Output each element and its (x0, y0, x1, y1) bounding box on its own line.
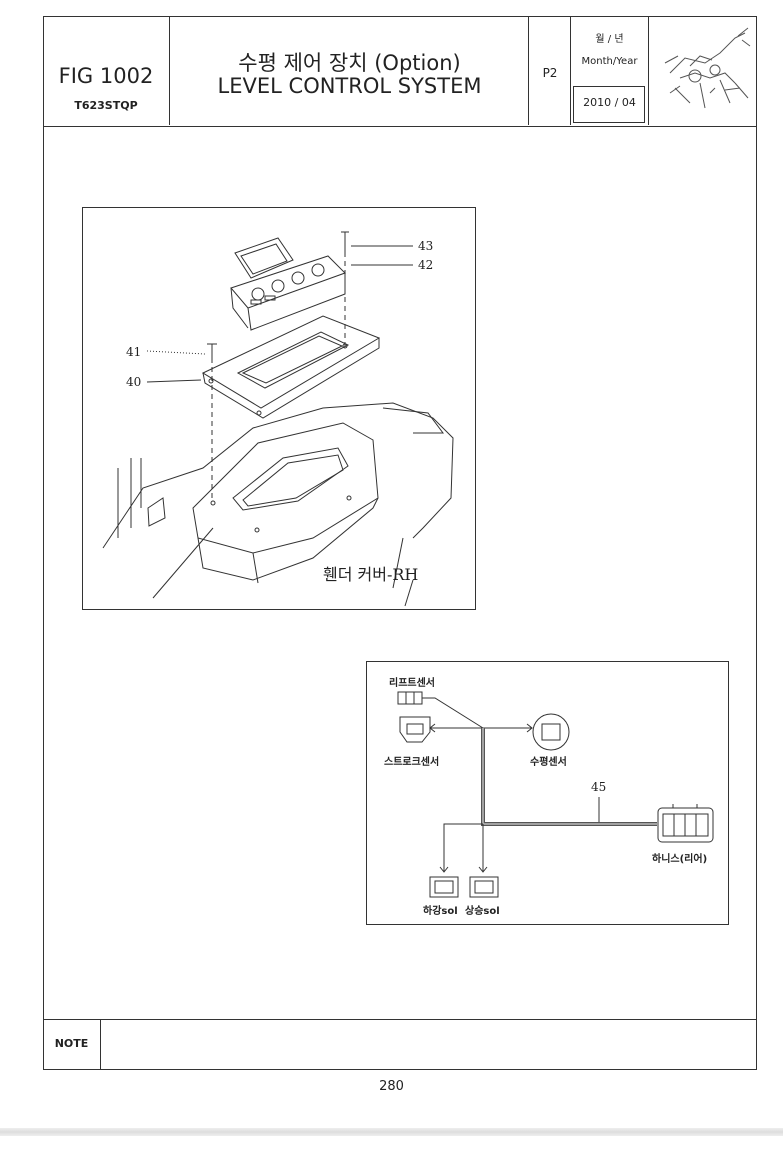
lift-sensor-label: 리프트센서 (389, 678, 435, 689)
title-block: FIG 1002 T623STQP 수평 제어 장치 (Option) LEVE… (43, 16, 757, 127)
divider (648, 16, 649, 125)
figure-number: FIG 1002 (58, 64, 154, 88)
up-sol-label: 상승sol (465, 906, 500, 917)
rear-harness-label: 하니스(리어) (652, 854, 708, 865)
wiring-diagram-panel: 리프트센서 스트로크센서 수평센서 45 하니스(리어) 하강sol 상승sol (366, 661, 729, 925)
note-row (43, 1019, 757, 1070)
machine-sketch-icon (664, 27, 751, 109)
callout-42: 42 (418, 258, 434, 272)
lift-sensor-connector-icon (397, 691, 423, 705)
month-year-korean: 월 / 년 (595, 34, 624, 45)
level-sensor-label: 수평센서 (530, 757, 567, 768)
month-year-label: Month/Year (581, 56, 638, 67)
page-number: 280 (379, 1079, 404, 1094)
down-sol-label: 하강sol (423, 906, 458, 917)
switch-assembly-drawing (102, 231, 454, 607)
note-label: NOTE (54, 1037, 89, 1050)
model-code: T623STQP (74, 99, 138, 112)
divider (169, 16, 170, 125)
title-korean: 수평 제어 장치 (Option) (238, 51, 461, 75)
title-english: LEVEL CONTROL SYSTEM (217, 74, 482, 98)
page-code: P2 (542, 66, 558, 80)
fender-cover-label: 휀더 커버-RH (323, 565, 419, 584)
revision-date: 2010 / 04 (583, 96, 636, 109)
scan-edge (0, 1128, 783, 1136)
callout-43: 43 (418, 239, 434, 253)
exploded-view-panel: 43 42 41 40 휀더 커버-RH (82, 207, 476, 610)
callout-41: 41 (126, 345, 142, 359)
page-frame (43, 16, 757, 1070)
stroke-sensor-label: 스트로크센서 (384, 757, 440, 768)
callout-40: 40 (126, 375, 142, 389)
harness-number: 45 (591, 780, 607, 794)
divider (528, 16, 529, 125)
date-box (573, 86, 645, 123)
harness-diagram (397, 691, 714, 898)
divider (570, 16, 571, 125)
divider (100, 1019, 101, 1070)
